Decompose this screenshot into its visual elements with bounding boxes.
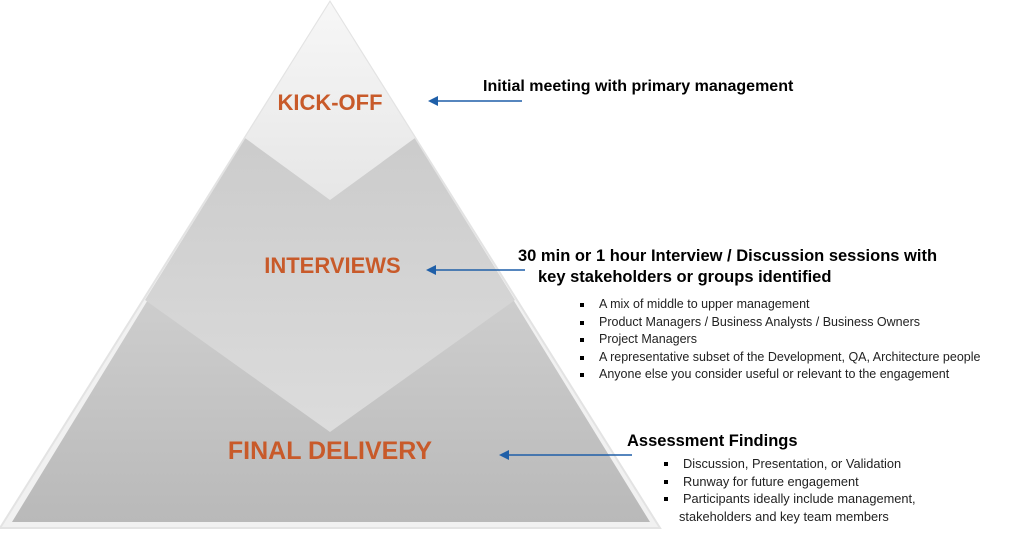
list-item: Product Managers / Business Analysts / B…: [577, 314, 980, 332]
arrow-interviews: [426, 265, 525, 275]
list-item: Participants ideally include management,: [661, 490, 916, 508]
list-item: Discussion, Presentation, or Validation: [661, 455, 916, 473]
interviews-bullet-list: A mix of middle to upper management Prod…: [577, 296, 980, 384]
bullet-continuation-text: stakeholders and key team members: [679, 508, 889, 524]
pyramid-layer-interviews: [145, 2, 515, 432]
list-item: Project Managers: [577, 331, 980, 349]
arrow-final: [499, 450, 632, 460]
stage-label-kickoff: KICK-OFF: [277, 90, 383, 115]
list-item-continuation: stakeholders and key team members: [661, 508, 916, 526]
final-note-title: Assessment Findings: [627, 432, 798, 450]
interviews-note-title-line1: 30 min or 1 hour Interview / Discussion …: [518, 247, 938, 265]
list-item: Anyone else you consider useful or relev…: [577, 366, 980, 384]
kickoff-note-title: Initial meeting with primary management: [483, 78, 794, 95]
stage-label-final: FINAL DELIVERY: [227, 437, 433, 465]
arrow-kickoff: [428, 96, 522, 106]
list-item: A mix of middle to upper management: [577, 296, 980, 314]
list-item: Runway for future engagement: [661, 473, 916, 491]
stage-label-interviews: INTERVIEWS: [264, 253, 401, 278]
list-item: A representative subset of the Developme…: [577, 349, 980, 367]
final-bullet-list: Discussion, Presentation, or Validation …: [661, 455, 916, 525]
pyramid-layer-kickoff: [245, 2, 415, 200]
interviews-note-title-line2: key stakeholders or groups identified: [538, 268, 832, 286]
